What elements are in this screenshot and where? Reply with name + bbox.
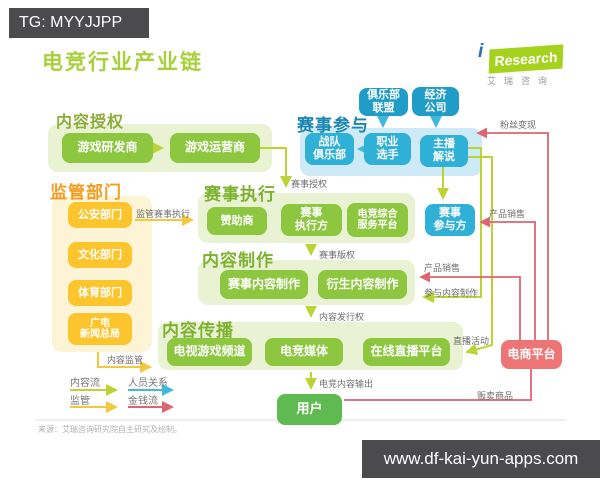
node-club-alliance: 俱乐部 联盟 — [359, 88, 408, 116]
watermark-bottom-url: www.df-kai-yun-apps.com — [362, 440, 600, 478]
page-title: 电竞行业产业链 — [42, 51, 203, 74]
iresearch-logo-subtitle: 艾瑞咨询 — [487, 76, 556, 86]
header-execution: 赛事执行 — [204, 185, 276, 204]
node-event-participants: 赛事 参与方 — [425, 204, 475, 236]
legend-regulation: 监管 — [70, 396, 90, 407]
node-ecommerce-platform: 电商平台 — [501, 340, 562, 369]
node-broadcast-news-bureau: 广电 新闻总局 — [68, 313, 132, 345]
node-culture-dept: 文化部门 — [68, 242, 132, 268]
label-product-sales-upper: 产品销售 — [489, 209, 526, 219]
legend-people-relation: 人员关系 — [128, 378, 168, 389]
legend-content-flow: 内容流 — [70, 378, 100, 389]
node-user: 用户 — [277, 394, 342, 425]
node-event-executor: 赛事 执行方 — [281, 204, 342, 236]
label-supervise-execution: 监管赛事执行 — [136, 209, 191, 219]
label-content-supervision: 内容监管 — [107, 355, 144, 365]
label-content-publish-right: 内容发行权 — [319, 312, 365, 322]
label-event-copyright: 赛事版权 — [319, 250, 356, 260]
header-content-auth: 内容授权 — [56, 114, 125, 131]
label-sell-goods: 贩卖商品 — [477, 391, 514, 401]
label-fan-monetization: 粉丝变现 — [500, 120, 537, 130]
header-distribution: 内容传播 — [162, 321, 234, 340]
node-derivative-content-production: 衍生内容制作 — [318, 270, 407, 299]
node-agency-company: 经济 公司 — [412, 87, 459, 116]
node-game-developer: 游戏研发商 — [62, 133, 153, 163]
node-esports-service-platform: 电竞综合 服务平台 — [347, 203, 408, 237]
node-public-security-dept: 公安部门 — [68, 202, 132, 228]
node-anchor-commentator: 主播 解说 — [420, 135, 468, 167]
node-team-club: 战队 俱乐部 — [305, 133, 354, 165]
label-esports-content-output: 电竞内容输出 — [319, 379, 374, 389]
header-production: 内容制作 — [202, 251, 274, 270]
label-event-authorization: 赛事授权 — [291, 179, 328, 189]
node-esports-media: 电竞媒体 — [265, 338, 343, 366]
header-regulators: 监管部门 — [50, 183, 122, 202]
source-note: 来源：艾瑞咨询研究院自主研究及绘制。 — [38, 425, 182, 434]
watermark-top: TG: MYYJJPP — [9, 8, 149, 38]
node-event-content-production: 赛事内容制作 — [220, 270, 308, 299]
label-product-sales-lower: 产品销售 — [424, 263, 461, 273]
node-game-operator: 游戏运营商 — [170, 133, 260, 163]
node-online-live-platform: 在线直播平台 — [363, 338, 450, 366]
label-join-content-production: 参与内容制作 — [424, 288, 479, 298]
node-pro-players: 职业 选手 — [364, 133, 411, 165]
iresearch-logo-i: i — [478, 41, 484, 62]
iresearch-logo: Research — [488, 44, 564, 74]
node-sponsor: 赞助商 — [207, 207, 267, 235]
header-participation: 赛事参与 — [297, 116, 369, 135]
node-tv-game-channel: 电视游戏频道 — [167, 338, 252, 366]
node-sports-dept: 体育部门 — [68, 280, 132, 306]
legend-money-flow: 金钱流 — [128, 396, 158, 407]
label-live-activity: 直播活动 — [453, 336, 490, 346]
